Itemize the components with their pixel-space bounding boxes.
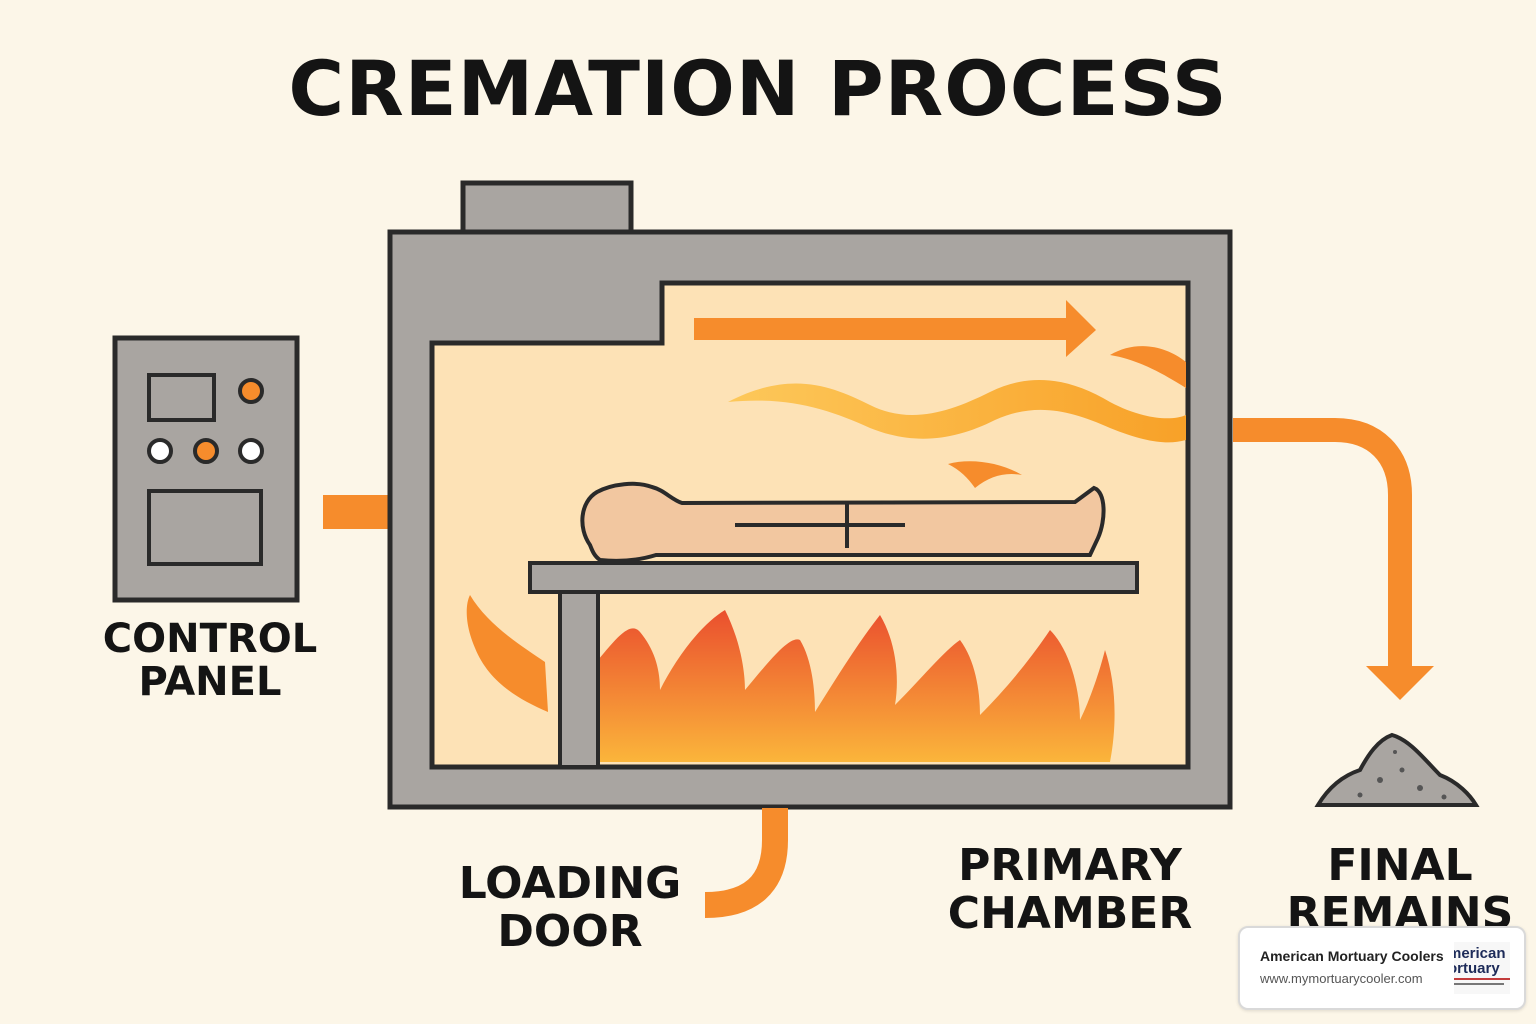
- body-figure: [580, 481, 1106, 563]
- panel-knob-orange: [193, 438, 219, 464]
- panel-knob-white: [147, 438, 173, 464]
- flames: [598, 610, 1115, 762]
- loading-door-arrow: [704, 808, 788, 918]
- output-arrowhead: [1366, 666, 1434, 700]
- cremation-tray: [528, 561, 1139, 769]
- label-line: DOOR: [497, 905, 643, 957]
- tray-top: [528, 561, 1139, 594]
- label-line: PRIMARY: [958, 840, 1182, 891]
- ash-pile-icon: [1314, 732, 1480, 807]
- panel-display: [147, 373, 216, 422]
- control-panel-label: CONTROL PANEL: [80, 616, 340, 706]
- company-badge[interactable]: American Mortuary Coolers www.mymortuary…: [1238, 926, 1526, 1010]
- furnace-chimney: [460, 180, 634, 239]
- gas-flow-arrow: [694, 300, 1096, 357]
- side-flame: [466, 595, 548, 712]
- company-name: American Mortuary Coolers: [1260, 948, 1444, 964]
- output-arrow: [1233, 418, 1412, 670]
- page-title: CREMATION PROCESS: [288, 44, 1228, 133]
- final-remains-label: FINAL REMAINS: [1280, 842, 1520, 937]
- heat-wisp: [948, 461, 1022, 488]
- logo-text: ortuary: [1454, 960, 1500, 977]
- label-line: CONTROL: [102, 616, 318, 662]
- logo-tagline-mark: [1454, 978, 1510, 980]
- panel-screen: [147, 489, 263, 566]
- company-url[interactable]: www.mymortuarycooler.com: [1260, 971, 1423, 986]
- logo-text: merican: [1454, 945, 1506, 962]
- loading-door-label: LOADING DOOR: [430, 860, 710, 955]
- control-panel: [112, 335, 300, 603]
- tray-leg: [558, 588, 600, 769]
- primary-chamber-label: PRIMARY CHAMBER: [930, 842, 1210, 937]
- label-line: FINAL: [1327, 840, 1473, 891]
- panel-knob-white: [238, 438, 264, 464]
- label-line: PANEL: [138, 659, 282, 706]
- panel-knob-orange: [238, 378, 264, 404]
- heat-wisp: [1110, 346, 1186, 388]
- logo-tagline-mark: [1454, 983, 1504, 985]
- heat-wave: [728, 379, 1186, 443]
- label-line: LOADING: [458, 858, 682, 909]
- company-logo: merican ortuary: [1454, 942, 1510, 994]
- label-line: CHAMBER: [947, 887, 1193, 939]
